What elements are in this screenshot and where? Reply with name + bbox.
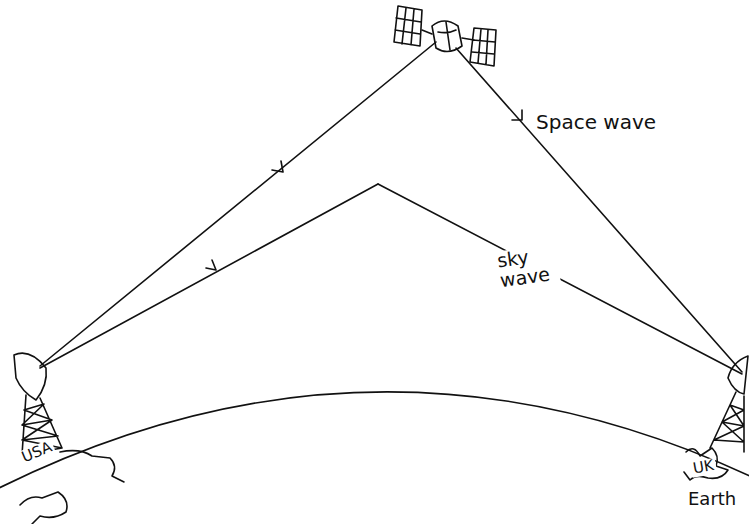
sky-wave-down	[378, 184, 742, 374]
arrowhead	[206, 260, 216, 270]
usa-antenna	[14, 353, 62, 455]
arrowhead	[272, 161, 283, 172]
wave-label: Space wave	[534, 112, 658, 133]
usa-coast	[20, 492, 67, 524]
place-label: UK	[690, 458, 717, 478]
satellite	[394, 6, 496, 66]
place-label: Earth	[686, 490, 738, 509]
usa-coast	[60, 451, 124, 482]
uk-antenna	[710, 356, 748, 452]
space-wave-down	[456, 48, 742, 372]
sky-wave-up	[40, 184, 378, 368]
space-wave-up	[40, 42, 436, 366]
arrowhead	[512, 110, 522, 120]
wave-label: sky wave	[494, 243, 561, 291]
uk-coast	[684, 448, 728, 480]
place-label: USA	[18, 439, 56, 467]
earth-surface	[0, 392, 749, 490]
